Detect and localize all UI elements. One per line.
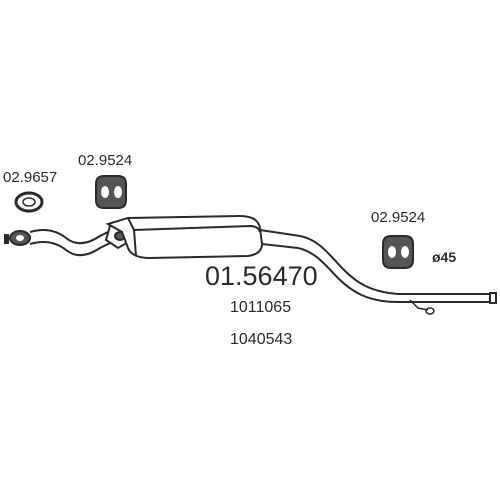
oem-reference-1: 1011065: [230, 299, 291, 316]
main-part-number: 01.56470: [205, 261, 318, 291]
rubber-mount-left-part-number: 02.9524: [78, 152, 132, 169]
hanger-wire: [409, 299, 429, 311]
oem-reference-2: 1040543: [230, 331, 292, 348]
front-pipe: [29, 229, 113, 244]
exhaust-pipe-assembly: [4, 214, 497, 315]
rear-pipe: [259, 229, 490, 295]
middle-silencer-icon: [105, 214, 264, 260]
rubber-hanger-icon: [382, 235, 414, 269]
pipe-diameter-label: ø45: [432, 249, 456, 265]
gasket-part-number: 02.9657: [3, 169, 57, 186]
gasket-ring-icon: [14, 191, 44, 213]
front-flange: [4, 230, 31, 246]
rubber-mount-right-part-number: 02.9524: [371, 209, 425, 226]
rubber-hanger-icon: [95, 175, 127, 209]
